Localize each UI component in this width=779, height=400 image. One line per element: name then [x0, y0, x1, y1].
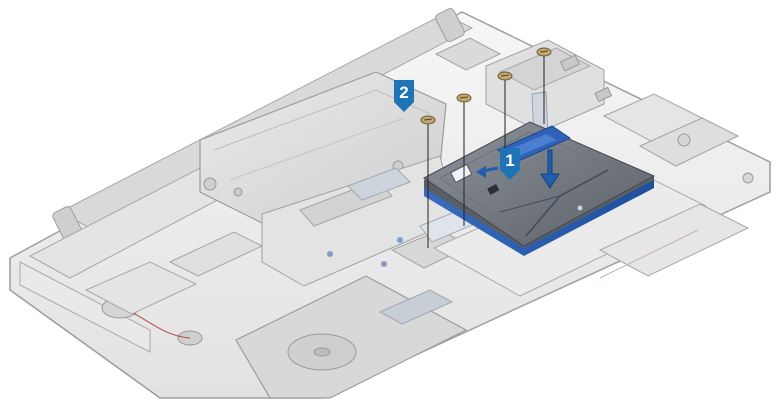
touchpad-assembly	[423, 121, 656, 256]
heat-shield	[199, 71, 447, 225]
screw-group	[420, 47, 552, 248]
hard-drive	[235, 275, 468, 399]
screw-icon	[536, 47, 552, 57]
step-callout-2: 2	[394, 80, 414, 112]
io-board	[485, 39, 613, 133]
step-callout-1: 1	[500, 148, 520, 180]
callout-label-1: 1	[505, 151, 514, 170]
screw-icon	[497, 71, 513, 81]
coin-cell-battery	[84, 231, 264, 346]
arrow-left-icon	[476, 166, 499, 178]
screw-icon	[420, 115, 436, 125]
screw-icon	[456, 93, 472, 103]
arrow-down-icon	[540, 149, 560, 189]
battery-area	[602, 93, 754, 184]
callout-label-2: 2	[399, 83, 408, 102]
wireless-card	[434, 37, 502, 71]
